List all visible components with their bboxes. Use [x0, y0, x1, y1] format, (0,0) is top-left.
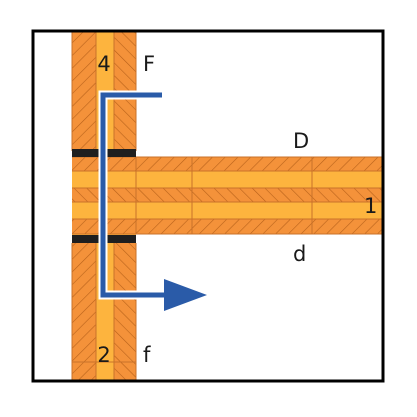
label-d: d	[293, 242, 306, 266]
slab	[72, 151, 383, 243]
arrow-right-icon	[164, 279, 207, 311]
label-wall-upper: 4	[97, 52, 110, 76]
label-D: D	[293, 129, 309, 153]
label-F: F	[143, 52, 155, 76]
frame	[31, 29, 385, 383]
label-wall-lower: 2	[97, 343, 110, 367]
label-f: f	[143, 343, 151, 367]
label-slab: 1	[364, 194, 377, 218]
flow-path	[98, 90, 207, 311]
